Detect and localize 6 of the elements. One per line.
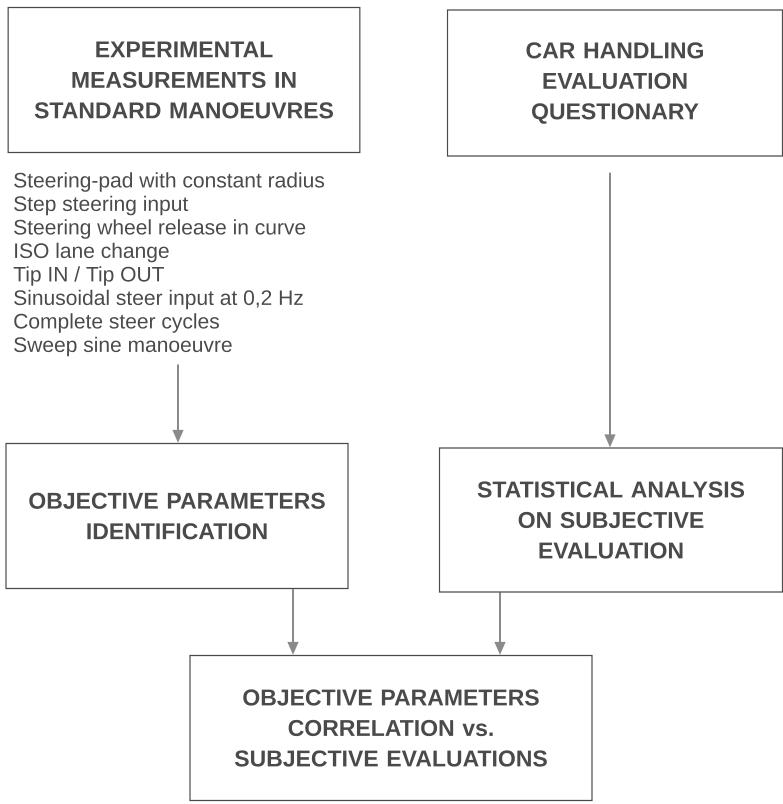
process-box: CAR HANDLING EVALUATION QUESTIONARY: [446, 9, 783, 157]
process-box: EXPERIMENTAL MEASUREMENTS IN STANDARD MANOEUVRES: [8, 6, 360, 154]
process-box: STATISTICAL ANALYSIS ON SUBJECTIVE EVALUATION: [438, 447, 783, 593]
process-box: OBJECTIVE PARAMETERS CORRELATION vs. SUBJECTIVE EVALUATIONS: [189, 654, 593, 802]
process-box: OBJECTIVE PARAMETERS IDENTIFICATION: [5, 442, 349, 590]
item-list: Steering-pad with constant radius Step steering input Steering wheel release in curve ISO lane change Tip IN / Tip OUT Sinusoidal steer input at 0,2 Hz Complete steer cycles Sweep sine manoeuvre: [14, 172, 324, 356]
